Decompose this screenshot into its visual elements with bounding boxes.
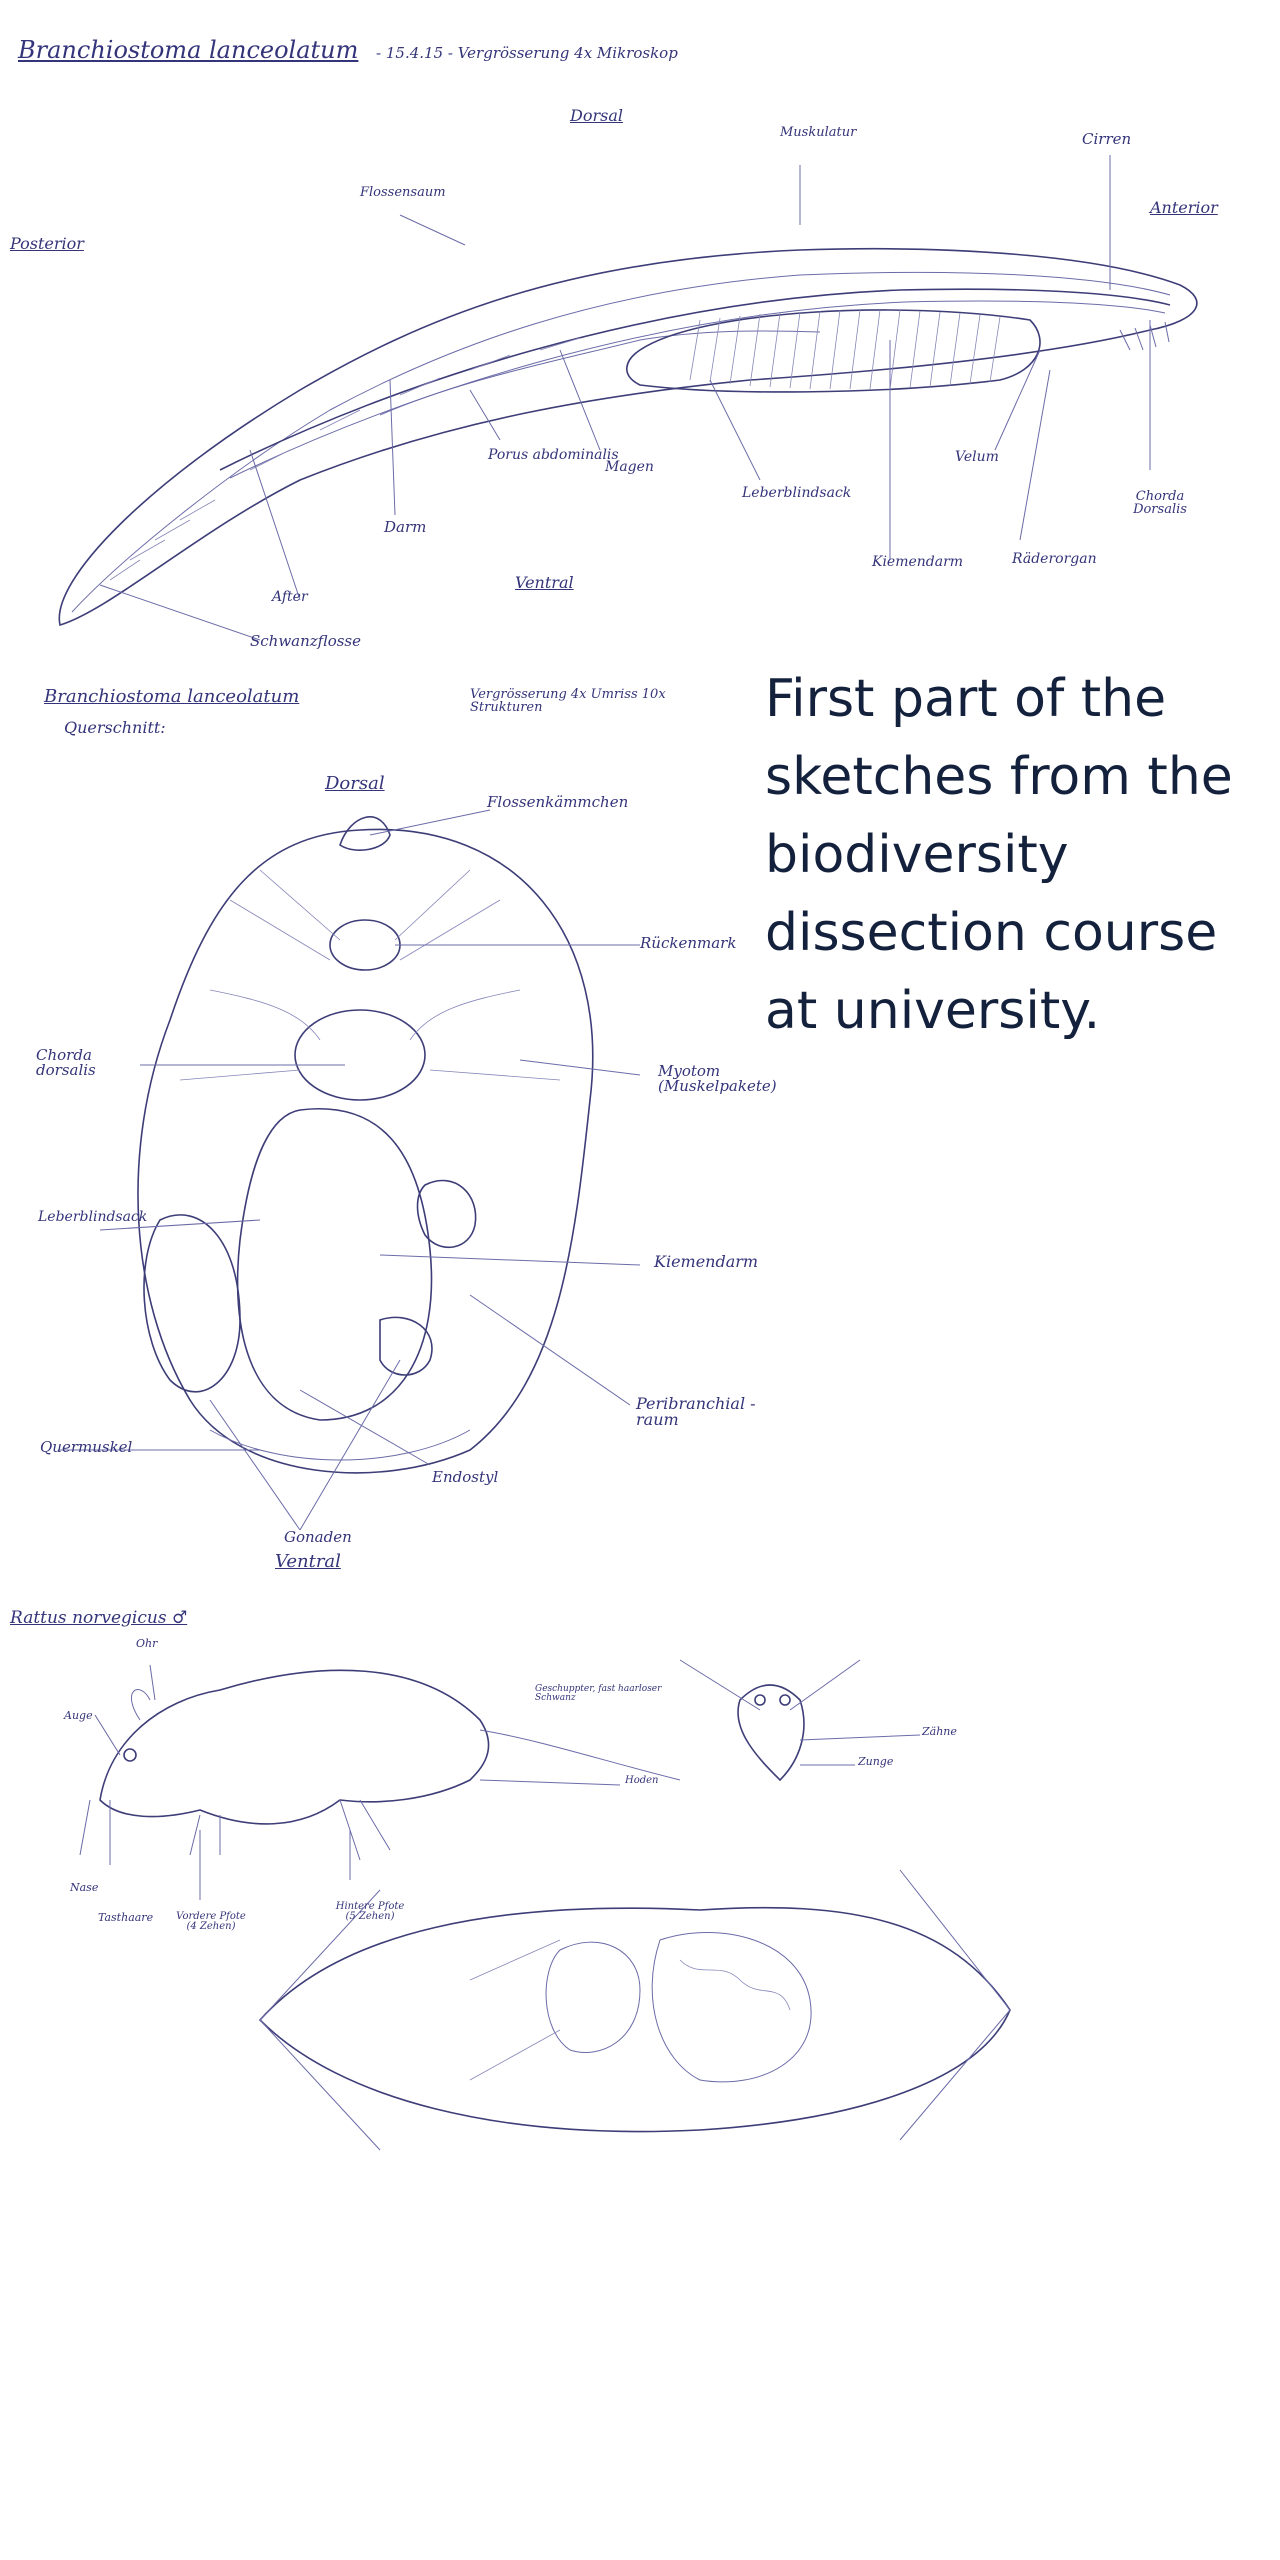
cirren-label: Cirren <box>1082 130 1132 148</box>
cross-dorsal-label: Dorsal <box>325 773 385 794</box>
kiemendarm-label: Kiemendarm <box>872 554 964 570</box>
rat-dissection-drawing <box>258 1869 1011 2151</box>
cross-kiemendarm-label: Kiemendarm <box>654 1252 759 1271</box>
cross-subtitle: Querschnitt: <box>64 718 166 737</box>
vordere-pfote-label: Vordere Pfote (4 Zehen) <box>176 1911 246 1932</box>
date-magnification: - 15.4.15 - Vergrösserung 4x Mikroskop <box>376 44 678 62</box>
raederorgan-label: Räderorgan <box>1012 551 1097 567</box>
ohr-label: Ohr <box>136 1637 158 1650</box>
nase-label: Nase <box>70 1881 99 1894</box>
gonaden-label: Gonaden <box>284 1528 352 1546</box>
darm-label: Darm <box>384 518 427 536</box>
tasthaare-label: Tasthaare <box>98 1911 154 1924</box>
rat-external-drawing <box>79 1659 921 1900</box>
flossensaum-label: Flossensaum <box>360 185 446 200</box>
lancelet-side-drawing <box>58 155 1198 641</box>
muskulatur-label: Muskulatur <box>780 125 857 140</box>
ventral-label: Ventral <box>515 573 574 592</box>
magen-label: Magen <box>605 459 654 475</box>
quermuskel-label: Quermuskel <box>40 1438 133 1456</box>
schwanzflosse-label: Schwanzflosse <box>250 632 361 650</box>
cross-title: Branchiostoma lanceolatum <box>44 686 300 707</box>
dorsal-label: Dorsal <box>570 106 623 125</box>
chorda-label: Chorda Dorsalis <box>1133 489 1187 517</box>
after-label: After <box>272 589 308 605</box>
cross-magnification: Vergrösserung 4x Umriss 10x Strukturen <box>470 687 666 715</box>
zaehne-label: Zähne <box>922 1725 957 1738</box>
peribranchial-label: Peribranchial - raum <box>636 1394 756 1429</box>
anterior-label: Anterior <box>1150 198 1218 217</box>
species-name: Branchiostoma lanceolatum <box>18 36 359 64</box>
flossen-label: Flossenkämmchen <box>487 793 629 811</box>
caption: First part of the sketches from the biod… <box>765 669 1233 1041</box>
auge-label: Auge <box>64 1709 93 1722</box>
endostyl-label: Endostyl <box>432 1468 499 1486</box>
porus-label: Porus abdominalis <box>488 447 619 463</box>
zunge-label: Zunge <box>858 1755 894 1768</box>
cross-ventral-label: Ventral <box>275 1551 341 1572</box>
lancelet-cross-drawing <box>60 809 641 1531</box>
cross-chorda-label: Chorda dorsalis <box>36 1046 96 1079</box>
hintere-pfote-label: Hintere Pfote (5 Zehen) <box>335 1901 405 1922</box>
posterior-label: Posterior <box>10 234 84 253</box>
schwanz-label: Geschuppter, fast haarloser Schwanz <box>535 1684 662 1703</box>
lancelet-side-title: Branchiostoma lanceolatum - 15.4.15 - Ve… <box>18 38 678 62</box>
hoden-label: Hoden <box>625 1775 659 1786</box>
rat-title: Rattus norvegicus ♂ <box>10 1608 188 1628</box>
velum-label: Velum <box>955 449 999 465</box>
rueckenmark-label: Rückenmark <box>640 934 737 952</box>
cross-leberblindsack-label: Leberblindsack <box>38 1209 148 1225</box>
myotom-label: Myotom (Muskelpakete) <box>658 1062 777 1095</box>
leberblindsack-label: Leberblindsack <box>742 485 852 501</box>
